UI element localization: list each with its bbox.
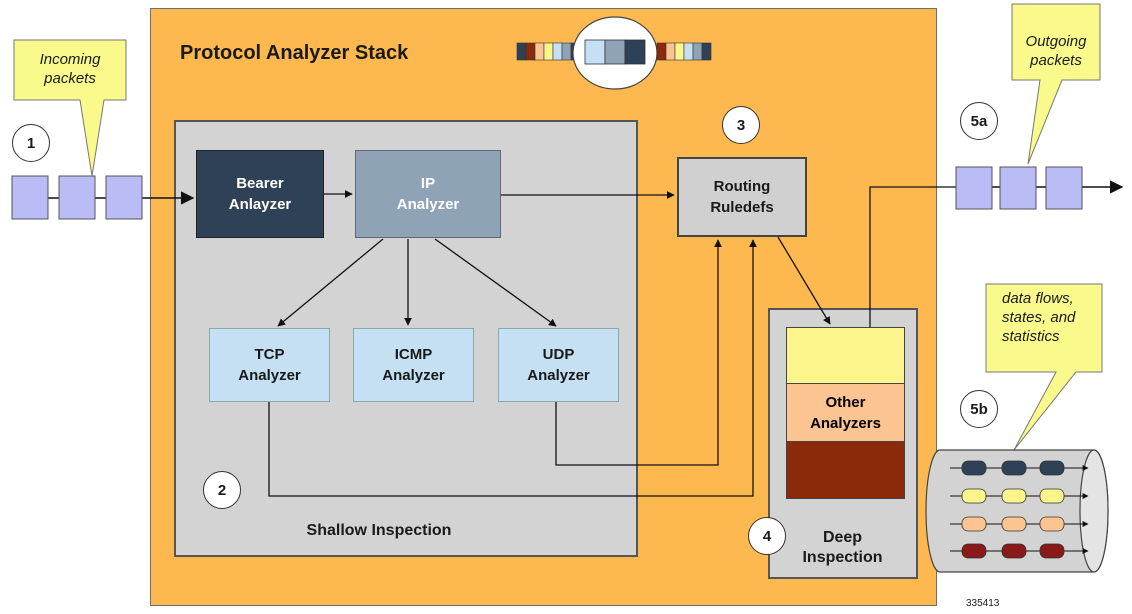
outgoing-packets-label-line1: Outgoing: [1025, 33, 1087, 50]
tcp-analyzer-line2: Analyzer: [238, 367, 301, 384]
icmp-analyzer-line2: Analyzer: [382, 367, 445, 384]
data-flows-label-line3: statistics: [1002, 328, 1060, 345]
deep-inspection-label-line1: Deep: [822, 529, 863, 546]
data-flows-cylinder: [925, 449, 1109, 573]
incoming-packets-label: Incoming packets: [14, 50, 126, 88]
udp-analyzer-line1: UDP: [542, 346, 575, 363]
outgoing-packet: [1045, 166, 1083, 210]
flow-arrows: [268, 186, 955, 497]
other-analyzers-line1: Other: [825, 393, 866, 411]
figure-id: 335413: [966, 598, 1000, 609]
icmp-analyzer: ICMP Analyzer: [353, 328, 474, 402]
flow-row-3: [961, 516, 1065, 532]
udp-analyzer-line2: Analyzer: [527, 367, 590, 384]
outgoing-packet: [999, 166, 1037, 210]
routing-ruledefs-line2: Ruledefs: [710, 199, 774, 216]
routing-ruledefs-line1: Routing: [713, 178, 771, 195]
bearer-analyzer-line2: Anlayzer: [228, 196, 292, 213]
other-analyzers-top-layer: [786, 327, 905, 384]
step-5b-marker: 5b: [960, 390, 998, 428]
arrow-ip-to-tcp: [277, 238, 384, 327]
step-4-marker: 4: [748, 517, 786, 555]
step-2-marker: 2: [203, 471, 241, 509]
incoming-packets-label-line1: Incoming: [39, 51, 101, 68]
ip-analyzer-line1: IP: [420, 175, 436, 192]
step-5a-marker: 5a: [960, 102, 998, 140]
stack-title: Protocol Analyzer Stack: [180, 42, 409, 64]
outgoing-packets-label-line2: packets: [1030, 52, 1082, 69]
flow-row-4: [961, 543, 1065, 559]
incoming-packets-label-line2: packets: [44, 70, 96, 87]
outgoing-packet: [955, 166, 993, 210]
arrow-ip-to-udp: [434, 238, 557, 327]
incoming-packet: [58, 175, 96, 220]
ip-analyzer: IP Analyzer: [355, 150, 501, 238]
deep-inspection-label-line2: Inspection: [802, 549, 883, 566]
icmp-analyzer-line1: ICMP: [394, 346, 433, 363]
deep-inspection-label: Deep Inspection: [780, 528, 905, 568]
outgoing-packets-callout: [1011, 3, 1101, 165]
data-flows-callout: [985, 283, 1103, 451]
flow-row-2: [961, 488, 1065, 504]
arrow-routing-to-deep: [777, 236, 831, 325]
incoming-packets: [11, 175, 143, 220]
ip-analyzer-line2: Analyzer: [396, 196, 460, 213]
arrow-tcp-to-routing: [268, 239, 757, 497]
step-1-marker: 1: [12, 124, 50, 162]
data-flows-label-line2: states, and: [1002, 309, 1076, 326]
data-flows-label: data flows, states, and statistics: [986, 289, 1102, 346]
outgoing-packets: [955, 166, 1083, 210]
flow-row-1: [961, 460, 1065, 476]
packet-strip: [516, 16, 712, 90]
other-analyzers-line2: Analyzers: [810, 414, 881, 432]
line-deep-to-outgoing: [869, 186, 955, 327]
data-flows-label-line1: data flows,: [1002, 290, 1074, 307]
incoming-packet: [11, 175, 49, 220]
other-analyzers-bottom-layer: [786, 441, 905, 499]
udp-analyzer: UDP Analyzer: [498, 328, 619, 402]
incoming-packets-callout: [13, 39, 127, 177]
step-3-marker: 3: [722, 106, 760, 144]
bearer-analyzer-line1: Bearer: [236, 175, 284, 192]
outgoing-packets-label: Outgoing packets: [1012, 32, 1100, 70]
shallow-inspection-label: Shallow Inspection: [306, 522, 452, 539]
tcp-analyzer: TCP Analyzer: [209, 328, 330, 402]
incoming-packet: [105, 175, 143, 220]
arrow-udp-to-routing: [555, 239, 722, 466]
tcp-analyzer-line1: TCP: [254, 346, 285, 363]
